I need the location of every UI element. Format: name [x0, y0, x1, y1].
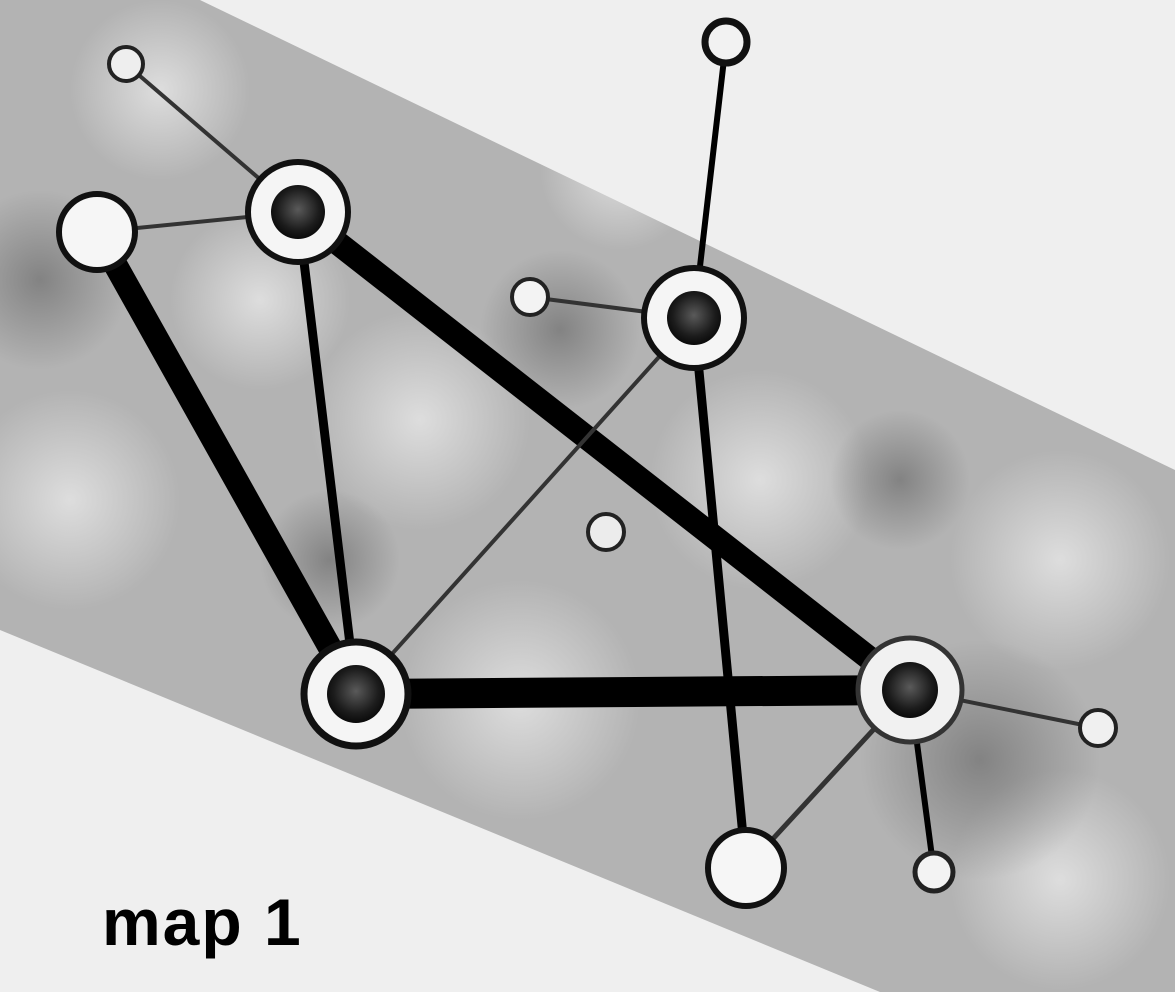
edge-medium — [689, 313, 751, 873]
edge-thick — [286, 200, 922, 702]
edge-thick — [341, 675, 925, 709]
small-node — [510, 277, 550, 317]
small-node — [586, 512, 626, 552]
edge-thick — [85, 220, 368, 706]
map-label: map 1 — [102, 885, 303, 959]
small-node — [1078, 708, 1118, 748]
small-node — [701, 17, 751, 67]
hub-node — [855, 635, 965, 745]
hub-nodes — [245, 159, 965, 750]
hub-node — [245, 159, 351, 265]
node — [56, 191, 138, 273]
edge-thin — [354, 316, 696, 696]
node — [705, 827, 787, 909]
minor-nodes — [107, 17, 1118, 894]
edges — [85, 39, 1100, 875]
edge-medium — [293, 207, 361, 699]
small-node — [912, 850, 956, 894]
hub-node — [641, 265, 747, 371]
hub-node — [300, 638, 412, 750]
small-node — [107, 45, 145, 83]
plain-nodes — [56, 191, 787, 909]
